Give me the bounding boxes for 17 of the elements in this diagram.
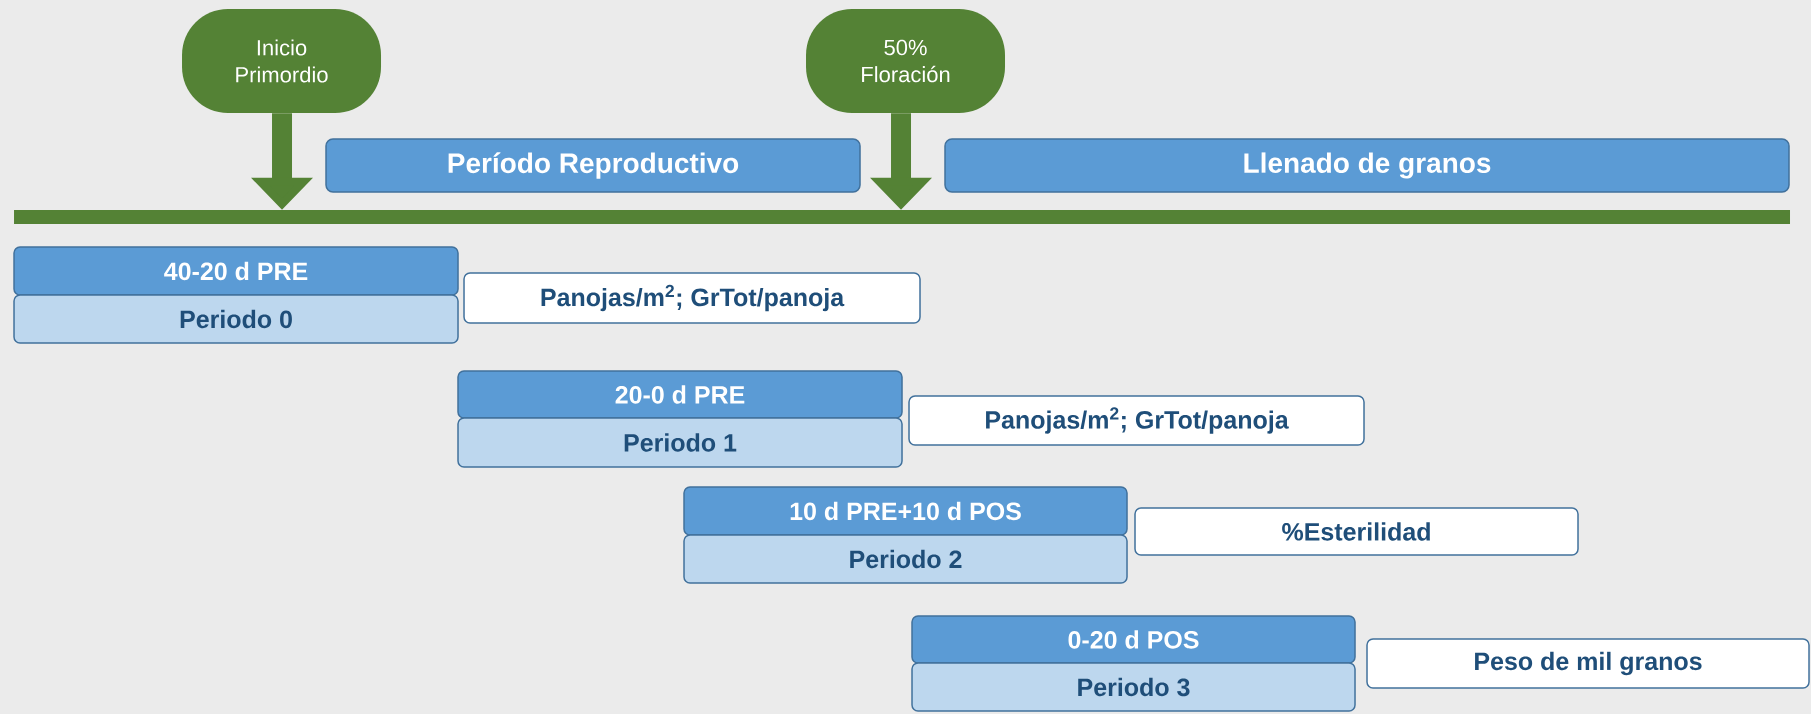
duration-box: 20-0 d PRE (457, 370, 903, 419)
result-box: %Esterilidad (1134, 507, 1579, 556)
period-box: Periodo 3 (911, 662, 1356, 712)
duration-box: 40-20 d PRE (13, 246, 459, 296)
duration-box: 0-20 d POS (911, 615, 1356, 664)
result-box: Panojas/m$^{2}$; GrTot/panoja (908, 395, 1365, 446)
stage-pill: 50% Floración (806, 9, 1005, 113)
stage-pill: Inicio Primordio (182, 9, 381, 113)
timeline-bar (14, 210, 1790, 224)
result-box: Peso de mil granos (1366, 638, 1810, 689)
period-box: Periodo 1 (457, 417, 903, 468)
phase-bar: Llenado de granos (944, 138, 1790, 193)
result-box: Panojas/m$^{2}$; GrTot/panoja (463, 272, 921, 324)
period-box: Periodo 0 (13, 294, 459, 344)
duration-box: 10 d PRE+10 d POS (683, 486, 1128, 536)
period-box: Periodo 2 (683, 534, 1128, 584)
phase-bar: Período Reproductivo (325, 138, 861, 193)
